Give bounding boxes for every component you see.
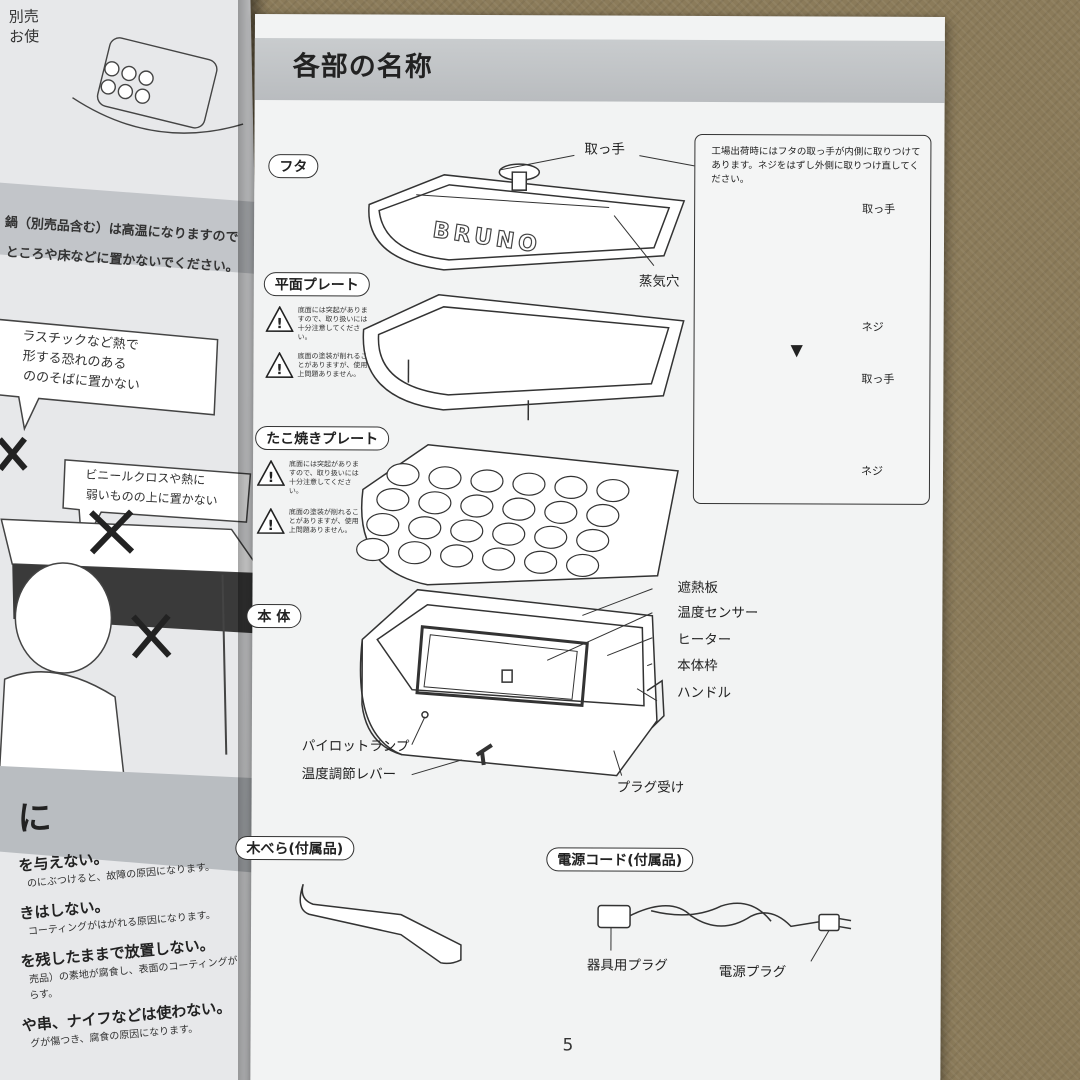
svg-text:!: ! <box>268 470 274 486</box>
takoyaki-hole <box>356 537 390 562</box>
body-drawing <box>359 588 665 777</box>
takoyaki-hole <box>386 463 420 487</box>
svg-text:!: ! <box>276 316 282 332</box>
label-pilot-lamp: パイロットランプ <box>301 738 410 755</box>
flat-plate-drawing <box>362 294 685 421</box>
spatula-drawing <box>299 883 462 965</box>
warning-triangle-icon: ! <box>256 460 286 486</box>
rule-3-sub2: らす。 <box>28 988 59 1002</box>
page-number: 5 <box>562 1035 574 1056</box>
warning-stripe <box>0 179 257 274</box>
takoyaki-hole <box>596 478 630 503</box>
takoyaki-hole <box>482 547 516 571</box>
takoyaki-hole <box>408 516 442 540</box>
note-down-arrow-icon: ▼ <box>790 340 803 360</box>
tag-flat-plate: 平面プレート <box>263 272 370 297</box>
left-page: 別売 お使 <box>0 0 274 1080</box>
takoyaki-hole <box>470 469 504 493</box>
label-temp-sensor: 温度センサー <box>677 604 759 622</box>
takoyaki-hole <box>450 519 484 543</box>
left-page-illustrations <box>0 37 269 874</box>
note-text: 工場出荷時にはフタの取っ手が内側に取りつけてあります。ネジをはずし外側に取りつけ… <box>711 145 921 186</box>
warning-flat-1-text: 底面には突起がありますので、取り扱いには十分注意してください。 <box>297 306 368 342</box>
takoyaki-plate-drawing <box>356 443 679 586</box>
cord-drawing <box>597 902 852 962</box>
warning-triangle-icon: ! <box>256 508 285 534</box>
leader-lines <box>411 155 695 776</box>
sink-plate-drawing <box>72 37 244 134</box>
note-label-screw-2: ネジ <box>860 464 884 478</box>
takoyaki-hole <box>492 522 526 546</box>
note-label-screw: ネジ <box>861 320 884 334</box>
label-heat-shield: 遮熱板 <box>677 579 719 597</box>
label-appliance-plug: 器具用プラグ <box>586 957 668 974</box>
note-label-handle: 取っ手 <box>862 202 896 216</box>
label-power-plug: 電源プラグ <box>718 964 787 981</box>
takoyaki-hole <box>428 466 462 490</box>
warning-triangle-icon: ! <box>265 352 294 378</box>
takoyaki-hole <box>460 494 494 518</box>
right-page: 各部の名称 <box>235 14 945 1080</box>
left-heading: に <box>17 798 52 839</box>
tag-takoyaki-plate: たこ焼きプレート <box>255 426 390 451</box>
handle-note-box: 工場出荷時にはフタの取っ手が内側に取りつけてあります。ネジをはずし外側に取りつけ… <box>692 133 932 505</box>
takoyaki-hole <box>544 500 578 524</box>
takoyaki-hole <box>366 512 400 537</box>
note-label-handle-2: 取っ手 <box>861 372 895 386</box>
label-temp-lever: 温度調節レバー <box>301 766 397 783</box>
takoyaki-hole <box>524 550 558 574</box>
takoyaki-hole <box>398 541 432 565</box>
takoyaki-hole <box>376 488 410 512</box>
label-steam-hole: 蒸気穴 <box>638 273 680 290</box>
takoyaki-hole <box>440 544 474 568</box>
warning-triangle-icon: ! <box>265 306 294 332</box>
takoyaki-hole <box>418 491 452 515</box>
takoyaki-hole <box>565 553 600 578</box>
tag-spatula: 木べら(付属品) <box>235 835 355 861</box>
x-marks <box>0 436 172 659</box>
lid-drawing <box>368 154 686 271</box>
takoyaki-hole <box>502 497 536 521</box>
takoyaki-hole <box>534 525 568 549</box>
takoyaki-hole <box>512 472 546 496</box>
takoyaki-hole <box>554 475 588 499</box>
label-plug-receiver: プラグ受け <box>616 779 685 796</box>
svg-text:!: ! <box>276 362 282 378</box>
lower-heading-stripe <box>0 764 269 874</box>
tag-body: 本 体 <box>246 603 302 629</box>
warning-flat-2-text: 底面の塗装が削れることがありますが、使用上問題ありません。 <box>297 352 368 379</box>
tag-power-cord: 電源コード(付属品) <box>546 847 694 872</box>
takoyaki-hole <box>576 528 610 553</box>
label-body-handle: ハンドル <box>677 684 732 702</box>
warning-tako-1-text: 底面には突起がありますので、取り扱いには十分注意してください。 <box>288 460 360 496</box>
label-heater: ヒーター <box>677 631 732 649</box>
takoyaki-hole <box>586 503 620 528</box>
tag-lid: フタ <box>268 154 319 179</box>
warning-tako-2-text: 底面の塗装が削れることがありますが、使用上問題ありません。 <box>288 508 359 535</box>
svg-text:!: ! <box>268 518 274 534</box>
label-handle: 取っ手 <box>584 141 625 158</box>
label-body-frame: 本体枠 <box>677 657 718 675</box>
